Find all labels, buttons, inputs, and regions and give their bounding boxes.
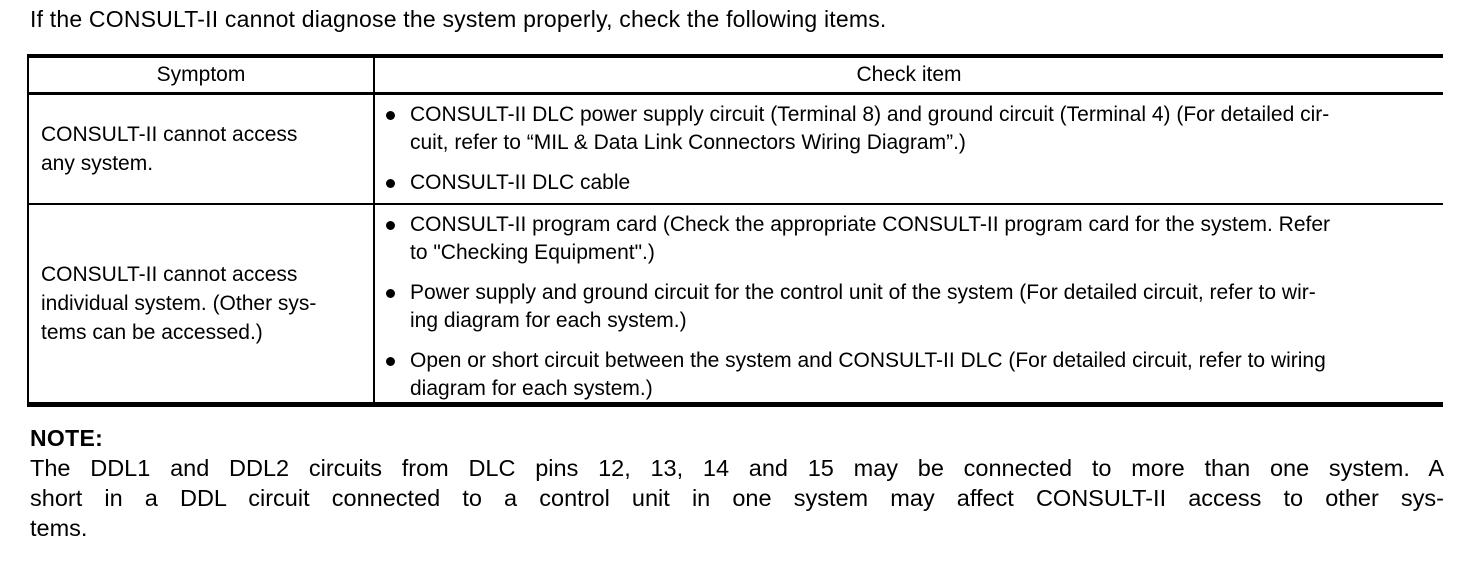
check-item: Open or short circuit between the system… [386,347,1435,403]
table-row: CONSULT-II cannot access any system. CON… [29,95,1443,205]
check-item-list: CONSULT-II DLC power supply circuit (Ter… [373,95,1443,203]
check-item-line: CONSULT-II program card (Check the appro… [410,213,1331,236]
bullet-icon [386,221,395,230]
check-item-text: CONSULT-II DLC power supply circuit (Ter… [410,101,1435,157]
check-item-line: diagram for each system.) [410,377,653,400]
diagnostic-table: Symptom Check item CONSULT-II cannot acc… [27,54,1443,407]
note-section: NOTE: The DDL1 and DDL2 circuits from DL… [30,423,1444,543]
table-header-symptom: Symptom [156,63,246,86]
bullet-icon [386,289,395,298]
table-header-row: Symptom Check item [29,58,1443,95]
check-item-text: Power supply and ground circuit for the … [410,279,1435,335]
symptom-line: CONSULT-II cannot access [41,123,298,146]
check-item-line: CONSULT-II DLC cable [410,171,631,194]
check-item: CONSULT-II DLC cable [386,169,1435,197]
bullet-icon [386,179,395,188]
check-item: Power supply and ground circuit for the … [386,279,1435,335]
check-item-text: CONSULT-II DLC cable [410,169,1435,197]
intro-text: If the CONSULT-II cannot diagnose the sy… [30,6,887,32]
symptom-cell: CONSULT-II cannot access any system. [29,95,373,203]
check-item-line: to "Checking Equipment".) [410,241,655,264]
note-text-line: short in a DDL circuit connected to a co… [30,485,1444,511]
check-item-text: Open or short circuit between the system… [410,347,1435,403]
bullet-icon [386,111,395,120]
note-label: NOTE: [30,425,104,451]
symptom-line: tems can be accessed.) [41,321,263,344]
check-item-line: Power supply and ground circuit for the … [410,281,1316,304]
symptom-cell: CONSULT-II cannot access individual syst… [29,205,373,402]
check-item: CONSULT-II program card (Check the appro… [386,211,1435,267]
check-item-line: ing diagram for each system.) [410,309,687,332]
bullet-icon [386,357,395,366]
table-row: CONSULT-II cannot access individual syst… [29,205,1443,402]
check-item-text: CONSULT-II program card (Check the appro… [410,211,1435,267]
check-item-list: CONSULT-II program card (Check the appro… [373,205,1443,402]
symptom-line: individual system. (Other sys- [41,292,317,315]
symptom-line: CONSULT-II cannot access [41,263,298,286]
check-item-line: Open or short circuit between the system… [410,349,1326,372]
symptom-line: any system. [41,152,154,175]
check-item: CONSULT-II DLC power supply circuit (Ter… [386,101,1435,157]
note-text-line: The DDL1 and DDL2 circuits from DLC pins… [30,455,1444,481]
check-item-line: CONSULT-II DLC power supply circuit (Ter… [410,103,1330,126]
note-text-line: tems. [30,515,88,541]
table-header-check-item: Check item [373,58,1443,92]
check-item-line: cuit, refer to “MIL & Data Link Connecto… [410,131,966,154]
